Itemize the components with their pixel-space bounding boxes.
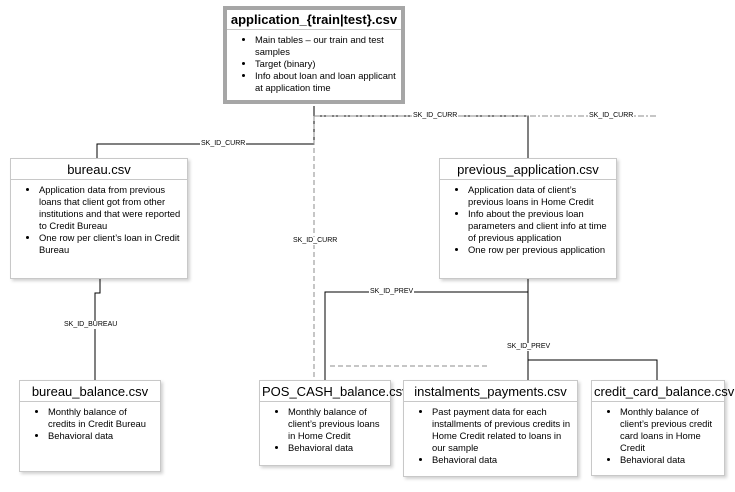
connector-app-bureau [96,106,315,158]
previous-application-table-title: previous_application.csv [440,159,616,180]
bullet-item: Application data from previous loans tha… [39,184,183,232]
previous-application-table-box: previous_application.csv Application dat… [439,158,617,279]
bullet-item: One row per client’s loan in Credit Bure… [39,232,183,256]
application-table-bullets: Main tables – our train and test samples… [227,34,401,94]
bullet-item: Info about the previous loan parameters … [468,208,612,244]
bullet-item: Info about loan and loan applicant at ap… [255,70,397,94]
application-table-box: application_{train|test}.csv Main tables… [223,6,405,104]
bureau-table-bullets: Application data from previous loans tha… [11,184,187,256]
pos-cash-balance-table-title: POS_CASH_balance.csv [260,381,409,402]
bureau-balance-table-box: bureau_balance.csv Monthly balance of cr… [19,380,161,472]
bureau-balance-table-bullets: Monthly balance of credits in Credit Bur… [20,406,160,442]
label-sk-id-prev-instal: SK_ID_PREV [506,343,552,351]
connector-prev-pos [324,279,529,380]
bureau-table-title: bureau.csv [11,159,187,180]
label-sk-id-curr-right: SK_ID_CURR [588,112,635,120]
bullet-item: One row per previous application [468,244,612,256]
label-sk-id-curr-previous: SK_ID_CURR [412,112,459,120]
pos-cash-balance-table-bullets: Monthly balance of client’s previous loa… [260,406,390,454]
bullet-item: Behavioral data [620,454,720,466]
bullet-item: Monthly balance of client’s previous cre… [620,406,720,454]
bullet-item: Past payment data for each installments … [432,406,573,454]
bureau-balance-table-title: bureau_balance.csv [20,381,160,402]
credit-card-balance-table-bullets: Monthly balance of client’s previous cre… [592,406,724,466]
label-sk-id-curr-bureau: SK_ID_CURR [200,140,247,148]
label-sk-id-curr-dashed: SK_ID_CURR [292,237,339,245]
application-table-title: application_{train|test}.csv [227,10,401,30]
pos-cash-balance-table-box: POS_CASH_balance.csv Monthly balance of … [259,380,409,466]
instalments-payments-table-box: instalments_payments.csv Past payment da… [403,380,578,477]
bullet-item: Main tables – our train and test samples [255,34,397,58]
bullet-item: Behavioral data [288,442,386,454]
bullet-item: Monthly balance of client’s previous loa… [288,406,386,442]
bullet-item: Behavioral data [48,430,156,442]
bullet-item: Monthly balance of credits in Credit Bur… [48,406,156,430]
connector-app-previous [314,115,529,158]
previous-application-table-bullets: Application data of client’s previous lo… [440,184,616,256]
credit-card-balance-table-title: credit_card_balance.csv [592,381,734,402]
credit-card-balance-table-box: credit_card_balance.csv Monthly balance … [591,380,734,476]
bureau-table-box: bureau.csv Application data from previou… [10,158,188,279]
label-sk-id-prev-pos: SK_ID_PREV [369,288,415,296]
instalments-payments-table-title: instalments_payments.csv [404,381,577,402]
instalments-payments-table-bullets: Past payment data for each installments … [404,406,577,466]
bullet-item: Behavioral data [432,454,573,466]
label-sk-id-bureau: SK_ID_BUREAU [63,321,119,329]
bullet-item: Application data of client’s previous lo… [468,184,612,208]
connector-prev-credit [528,359,658,380]
connector-bureau-balance [94,279,101,380]
bullet-item: Target (binary) [255,58,397,70]
